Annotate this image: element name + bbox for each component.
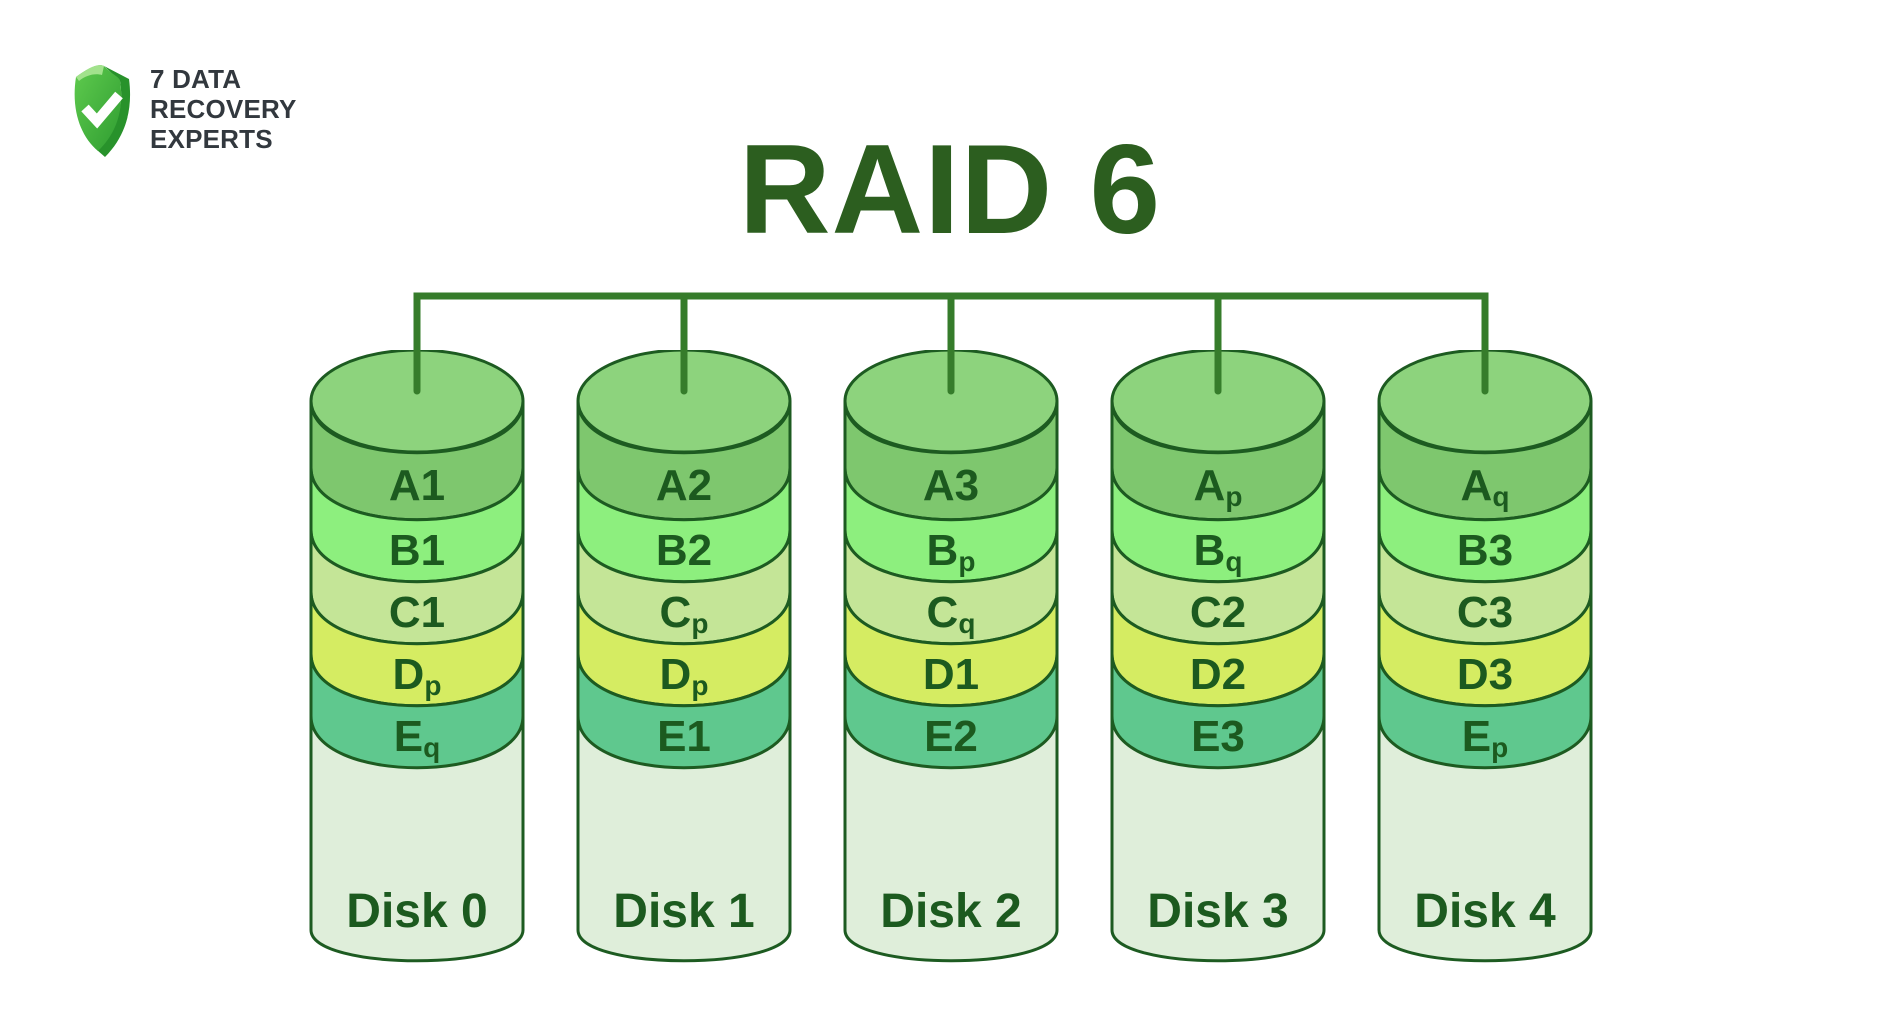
disk-1: A2 B2 Cp Dp E1 Disk 1: [574, 350, 794, 970]
disk-3-segment-c-label: C2: [1189, 588, 1247, 637]
disk-1-segment-a-label: A2: [655, 461, 713, 510]
disk-3-segment-a-label: Ap: [1193, 461, 1243, 513]
brand-logo: 7 DATA RECOVERY EXPERTS: [68, 60, 296, 160]
page-title: RAID 6: [738, 118, 1162, 260]
brand-name: 7 DATA RECOVERY EXPERTS: [150, 64, 297, 154]
disk-3-segment-d-label: D2: [1189, 650, 1247, 699]
disk-4-segment-b-label: B3: [1456, 526, 1514, 575]
disk-0-segment-d-label: Dp: [392, 650, 442, 702]
disk-3-segment-e-label: E3: [1191, 712, 1245, 761]
disk-4-name: Disk 4: [1414, 885, 1556, 938]
disk-2-segment-a-label: A3: [922, 461, 980, 510]
disk-4-segment-c-label: C3: [1456, 588, 1514, 637]
brand-line-1: 7 DATA: [150, 64, 242, 94]
disk-4-segment-a-label: Aq: [1460, 461, 1510, 513]
disk-2-segment-e-label: E2: [924, 712, 978, 761]
brand-line-2: RECOVERY: [150, 94, 297, 124]
disk-0-segment-c-label: C1: [388, 588, 446, 637]
disk-3-segment-b-label: Bq: [1193, 526, 1243, 578]
disk-1-name: Disk 1: [613, 885, 755, 938]
disk-4-segment-e-label: Ep: [1461, 712, 1509, 764]
disk-0: A1 B1 C1 Dp Eq Disk 0: [307, 350, 527, 970]
disk-2: A3 Bp Cq D1 E2 Disk 2: [841, 350, 1061, 970]
disk-4: Aq B3 C3 D3 Ep Disk 4: [1375, 350, 1595, 970]
disk-3-name: Disk 3: [1147, 885, 1289, 938]
disk-0-segment-b-label: B1: [388, 526, 446, 575]
disk-2-segment-b-label: Bp: [926, 526, 976, 578]
brand-line-3: EXPERTS: [150, 124, 273, 154]
disk-1-segment-d-label: Dp: [659, 650, 709, 702]
disk-0-name: Disk 0: [346, 885, 488, 938]
disk-2-name: Disk 2: [880, 885, 1022, 938]
disk-1-segment-c-label: Cp: [659, 588, 709, 640]
disk-3: Ap Bq C2 D2 E3 Disk 3: [1108, 350, 1328, 970]
shield-check-icon: [74, 65, 131, 157]
disk-1-segment-b-label: B2: [655, 526, 713, 575]
disk-0-segment-a-label: A1: [388, 461, 446, 510]
disk-1-segment-e-label: E1: [657, 712, 711, 761]
disk-2-segment-d-label: D1: [922, 650, 980, 699]
disk-2-segment-c-label: Cq: [926, 588, 976, 640]
disk-4-segment-d-label: D3: [1456, 650, 1514, 699]
disk-0-segment-e-label: Eq: [393, 712, 441, 764]
